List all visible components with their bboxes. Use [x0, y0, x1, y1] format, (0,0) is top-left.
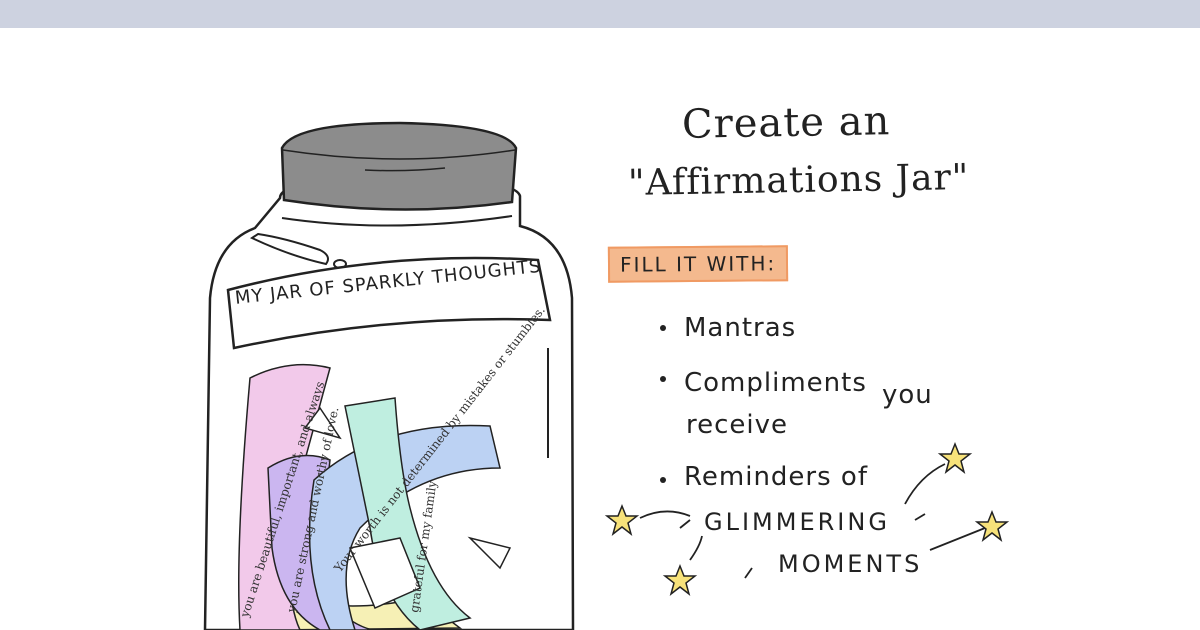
- fill-it-with-label: FILL IT WITH:: [607, 245, 789, 283]
- page-title-line-1: Create an: [681, 98, 891, 148]
- star-icon: [604, 441, 1010, 596]
- note-blue: [308, 424, 501, 630]
- jar-label-band: [226, 256, 552, 350]
- bullet-dot: [660, 477, 666, 483]
- top-band: [0, 0, 1200, 28]
- page-title-line-2: "Affirmations Jar": [627, 157, 970, 204]
- jar-illustration: you are beautiful, important, and always…: [0, 28, 1200, 630]
- bullet-dot: [660, 325, 666, 331]
- note-white: [348, 537, 421, 609]
- bullet-mantras: Mantras: [684, 313, 797, 343]
- bullet-compliments-you: you: [882, 380, 933, 410]
- bullet-reminders: Reminders of: [684, 462, 868, 492]
- glimmering-text: GLIMMERING: [704, 508, 890, 536]
- bullet-dot: [660, 376, 666, 382]
- bullet-compliments-receive: receive: [686, 410, 789, 440]
- jar-lid: [280, 121, 518, 211]
- moments-text: MOMENTS: [778, 550, 923, 578]
- bullet-compliments: Compliments: [684, 368, 867, 398]
